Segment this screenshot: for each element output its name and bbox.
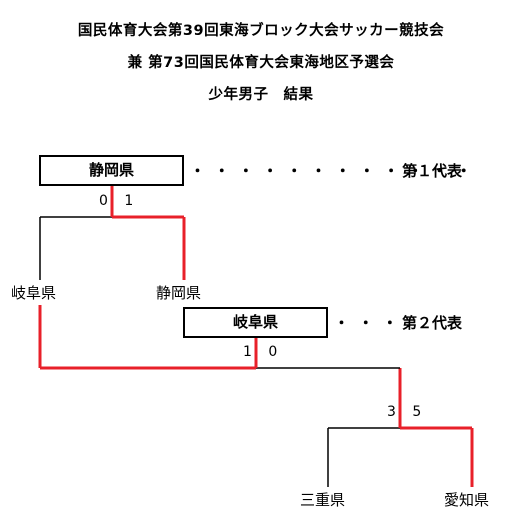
second-rep-label: 第２代表	[402, 314, 463, 332]
title-line-2: 兼 第73回国民体育大会東海地区予選会	[127, 55, 395, 71]
title-line-1: 国民体育大会第39回東海ブロック大会サッカー競技会	[77, 23, 445, 39]
second-rep-dots: ・・・	[334, 314, 407, 332]
second-rep-score: 1 0	[243, 344, 284, 360]
first-rep-dots: ・・・・・・・・・・・・	[190, 162, 481, 180]
team-mie: 三重県	[300, 491, 346, 509]
team-gifu: 岐阜県	[11, 284, 57, 302]
first-rep-box: 静岡県	[39, 155, 184, 186]
first-rep-label: 第１代表	[402, 162, 463, 180]
second-rep-box: 岐阜県	[183, 307, 328, 338]
final-score: 0 1	[99, 193, 140, 209]
team-shizuoka: 静岡県	[156, 284, 202, 302]
first-round-score: 3 5	[387, 404, 428, 420]
title-line-3: 少年男子 結果	[208, 87, 314, 103]
team-aichi: 愛知県	[444, 491, 490, 509]
